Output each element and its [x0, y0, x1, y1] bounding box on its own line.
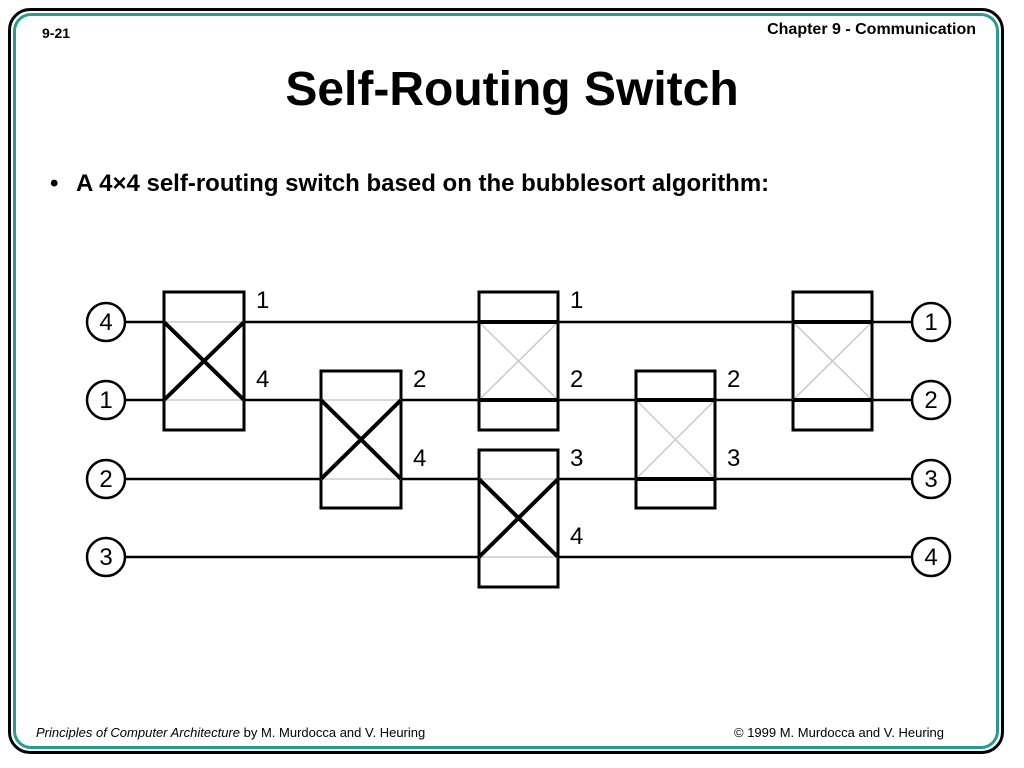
stage3-bottom-label-bottom: 4: [570, 523, 583, 550]
input-label-2: 1: [99, 387, 112, 414]
output-label-3: 3: [924, 466, 937, 493]
input-node-1: 4: [85, 301, 127, 343]
input-node-2: 1: [85, 379, 127, 421]
bullet-item: • A 4×4 self-routing switch based on the …: [50, 170, 769, 198]
input-label-1: 4: [99, 309, 112, 336]
switch-stage1: [162, 290, 246, 432]
output-node-3: 3: [910, 458, 952, 500]
slide-border-inner: [13, 13, 999, 749]
bullet-marker: •: [50, 170, 59, 197]
footer-book-credit: Principles of Computer Architecture by M…: [36, 725, 425, 740]
output-node-1: 1: [910, 301, 952, 343]
stage3-top-label-bottom: 2: [570, 366, 583, 393]
switch-stage3-top: [477, 290, 560, 432]
input-label-4: 3: [99, 544, 112, 571]
output-label-4: 4: [924, 544, 937, 571]
stage4-label-top: 2: [727, 366, 740, 393]
output-nodes: 1 2 3 4: [910, 301, 952, 578]
stage1-label-top: 1: [256, 287, 269, 314]
output-label-2: 2: [924, 387, 937, 414]
stage2-label-top: 2: [413, 366, 426, 393]
stage-labels: 1 4 2 4 1 2 3 4 2 3: [256, 287, 740, 550]
chapter-heading: Chapter 9 - Communication: [767, 21, 976, 38]
input-label-3: 2: [99, 466, 112, 493]
input-node-3: 2: [85, 458, 127, 500]
output-node-2: 2: [910, 379, 952, 421]
slide-number: 9-21: [42, 25, 71, 41]
stage1-label-bottom: 4: [256, 366, 269, 393]
output-label-1: 1: [924, 309, 937, 336]
stage2-label-bottom: 4: [413, 445, 426, 472]
book-authors: by M. Murdocca and V. Heuring: [240, 725, 426, 740]
slide-title: Self-Routing Switch: [285, 63, 739, 116]
slide-border-outer: [8, 8, 1004, 754]
output-node-4: 4: [910, 536, 952, 578]
switch-stage3-bottom: [477, 448, 560, 589]
stage3-top-label-top: 1: [570, 287, 583, 314]
input-nodes: 4 1 2 3: [85, 301, 127, 578]
book-title: Principles of Computer Architecture: [36, 725, 240, 740]
bullet-text: A 4×4 self-routing switch based on the b…: [76, 170, 770, 197]
switch-stage2: [319, 369, 403, 510]
stage3-bottom-label-top: 3: [570, 445, 583, 472]
switch-stage4: [634, 369, 717, 510]
input-node-4: 3: [85, 536, 127, 578]
stage4-label-bottom: 3: [727, 445, 740, 472]
switch-stage5: [791, 290, 874, 432]
footer-copyright: © 1999 M. Murdocca and V. Heuring: [734, 725, 944, 740]
